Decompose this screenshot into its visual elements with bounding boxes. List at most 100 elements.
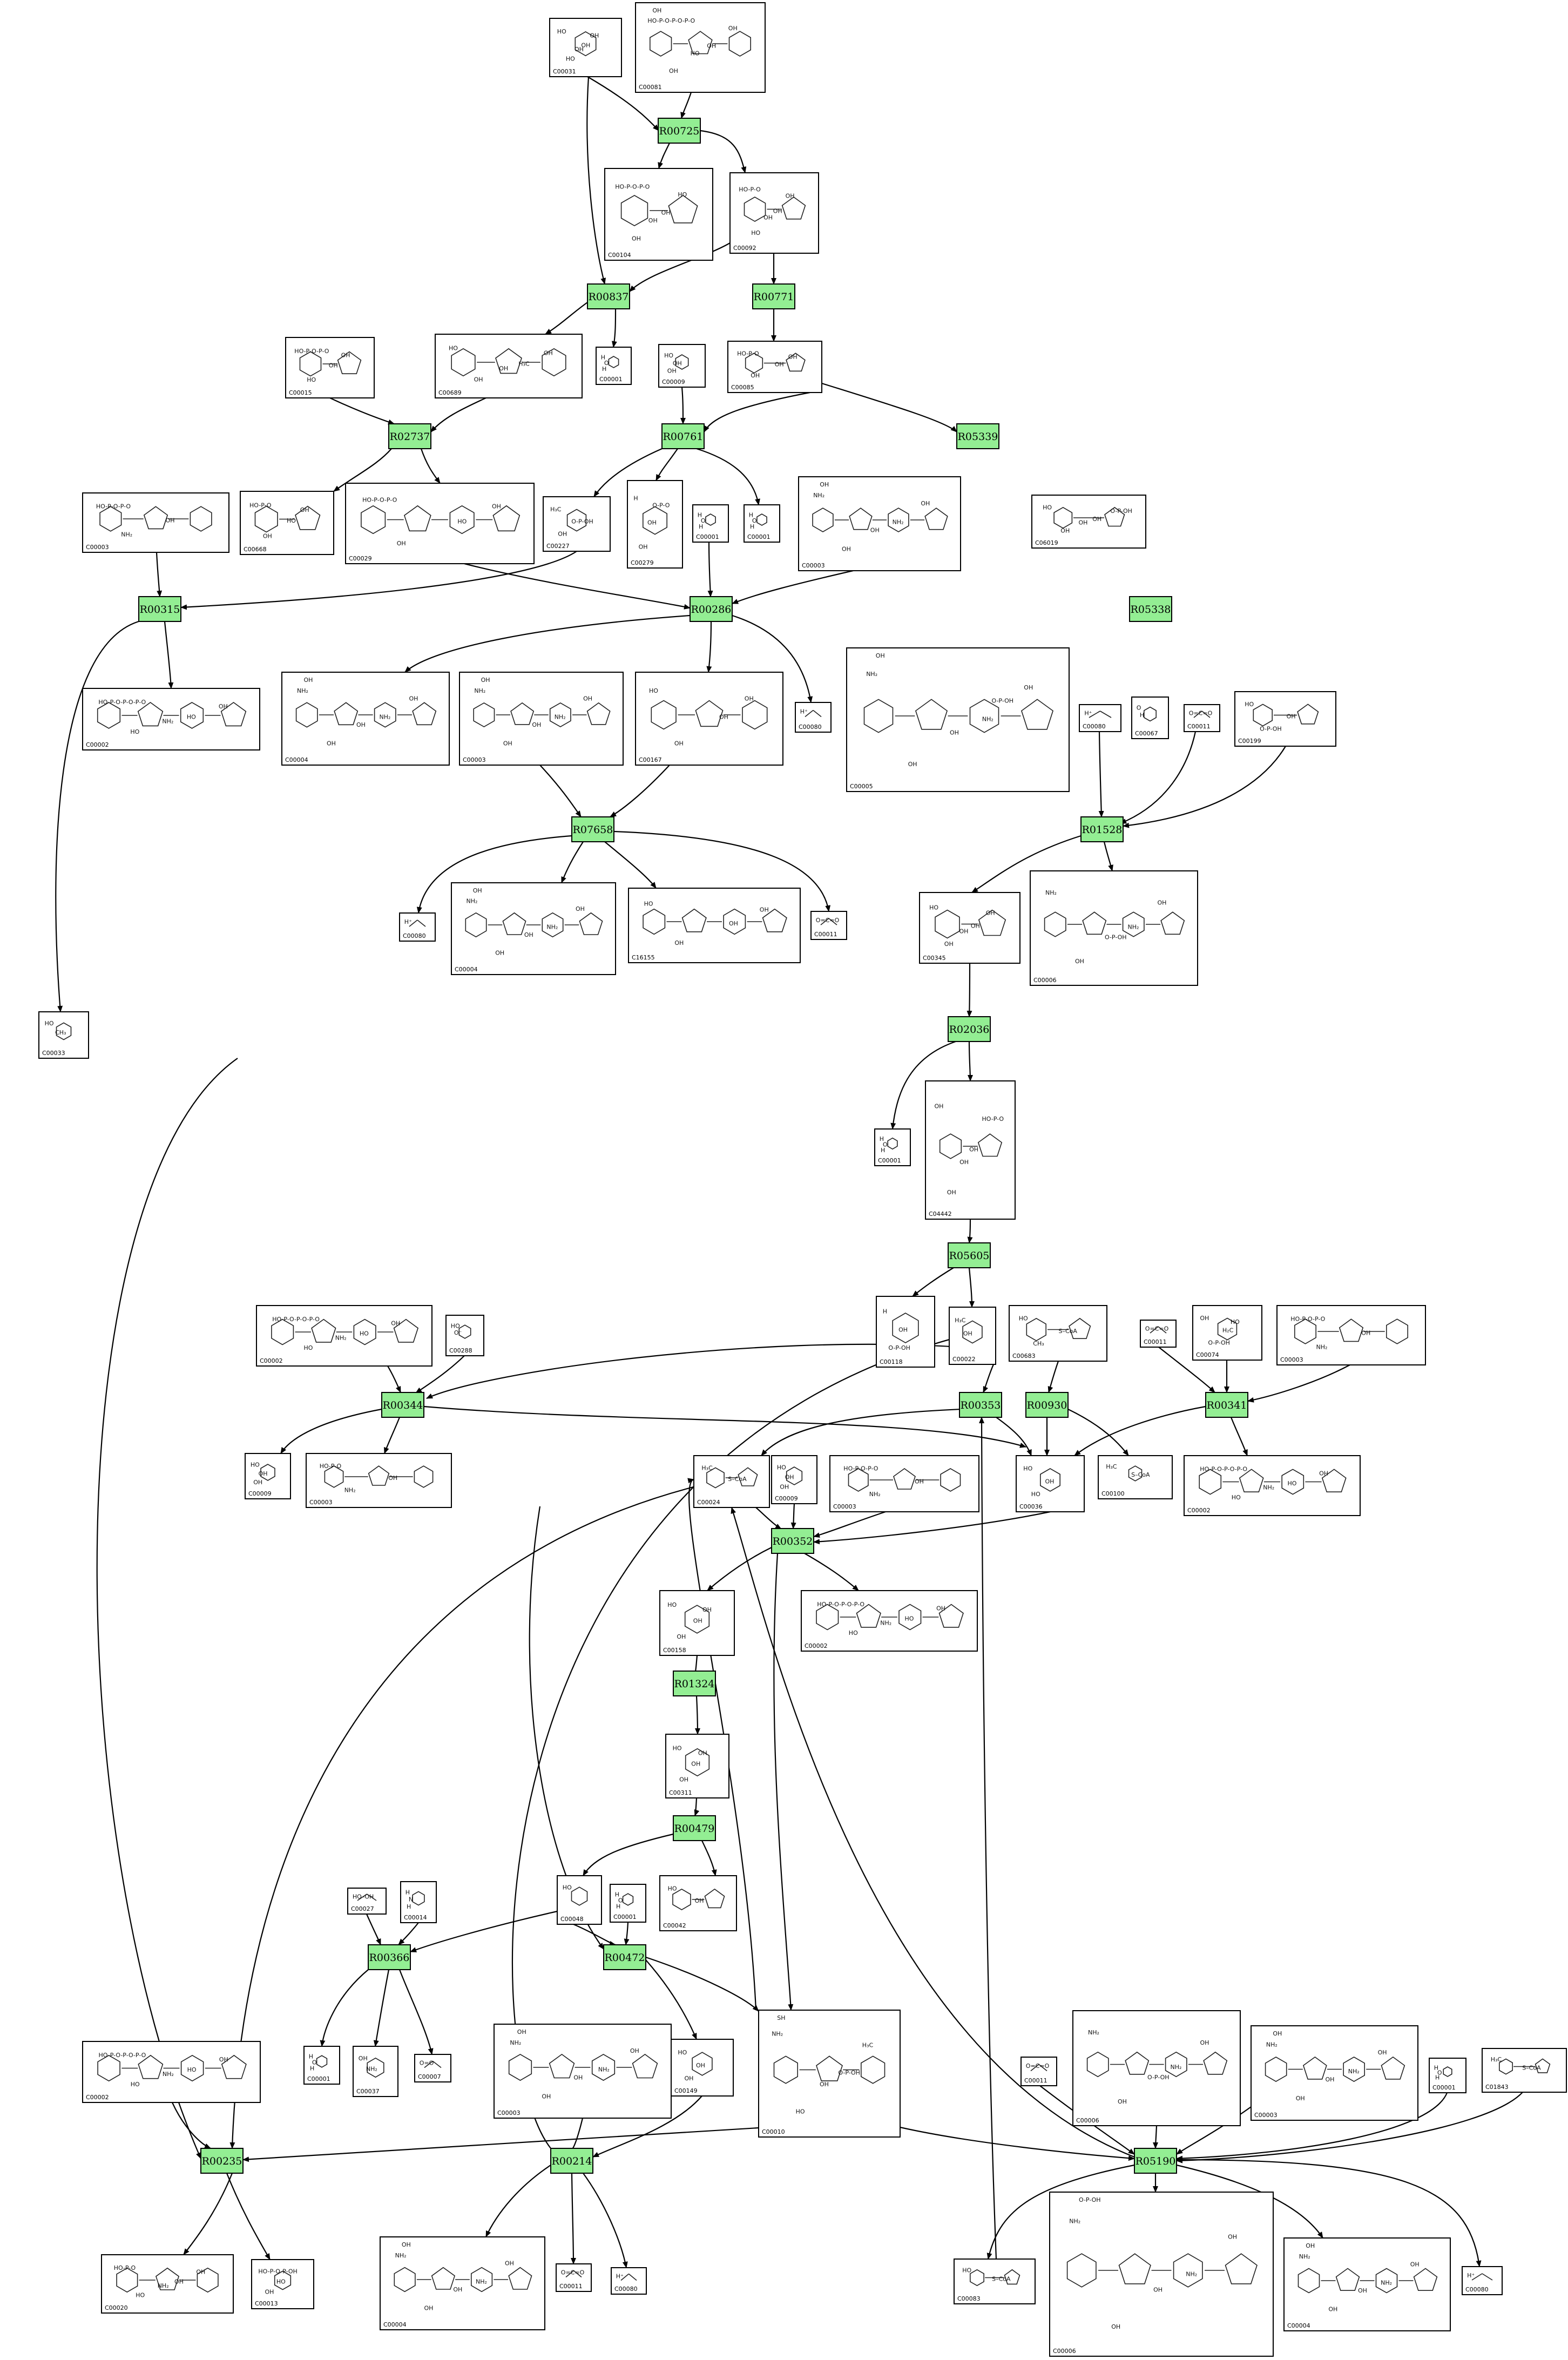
structure-ring xyxy=(295,505,321,530)
structure-ring xyxy=(1386,1318,1408,1344)
compound-id-label: C00001 xyxy=(696,533,719,540)
compound-id-label: C00080 xyxy=(1465,2286,1489,2293)
structure-ring xyxy=(337,351,362,375)
atom-label: S–CoA xyxy=(992,2275,1011,2282)
reaction-edge xyxy=(700,130,747,173)
atom-label: OH xyxy=(898,1326,908,1333)
compound-id-label: C00006 xyxy=(1076,2117,1099,2124)
atom-label: O xyxy=(618,1897,623,1904)
atom-label: OH xyxy=(647,519,657,526)
structure-ring xyxy=(116,2267,138,2293)
atom-label: O=C=O xyxy=(561,2269,585,2276)
structure-ring xyxy=(688,31,713,55)
atom-label: HO xyxy=(905,1615,914,1622)
compound-c00011: O=C=O C00011 xyxy=(556,2263,592,2292)
atom-label: OH xyxy=(1358,2287,1367,2294)
atom-label: HO xyxy=(307,376,316,383)
reaction-edge xyxy=(613,830,831,912)
compound-id-label: C00080 xyxy=(614,2285,638,2293)
structure-bond xyxy=(565,2270,575,2278)
structure-ring xyxy=(1128,1465,1143,1482)
atom-label: NH₂ xyxy=(335,1334,347,1341)
structure-ring xyxy=(1144,706,1157,722)
atom-label: S–CoA xyxy=(1059,1328,1078,1335)
reaction-edge xyxy=(1176,2159,1482,2267)
structure-ring xyxy=(591,2053,616,2081)
atom-label: OH xyxy=(524,931,533,938)
atom-label: O-P-OH xyxy=(571,518,593,525)
atom-label: O-P-OH xyxy=(838,2069,860,2076)
atom-label: OH xyxy=(1079,519,1088,526)
structure-ring xyxy=(893,1468,916,1490)
atom-label: HO xyxy=(667,1601,677,1608)
reaction-edge xyxy=(420,448,441,484)
atom-label: OH xyxy=(702,1606,712,1613)
atom-label: HO xyxy=(649,687,658,694)
atom-label: HO xyxy=(1245,701,1254,708)
atom-label: OH xyxy=(1153,2286,1163,2293)
structure-ring xyxy=(1118,2253,1151,2284)
reaction-label: R00344 xyxy=(383,1399,423,1411)
atom-label: HO xyxy=(644,901,653,908)
atom-label: OH xyxy=(174,2278,184,2285)
reaction-edge xyxy=(645,1956,759,2012)
structure-ring xyxy=(1160,911,1185,935)
atom-label: HO xyxy=(557,28,566,35)
atom-label: O xyxy=(883,1141,888,1148)
compound-id-label: C00199 xyxy=(1238,738,1261,745)
reaction-edge xyxy=(416,835,572,914)
reaction-edge xyxy=(687,1478,757,2011)
atom-label: HO-P-O xyxy=(320,1463,342,1470)
reaction-edge xyxy=(1123,746,1286,828)
compound-id-label: C00011 xyxy=(814,931,837,938)
structure-ring xyxy=(412,1891,425,1906)
compound-id-label: C00004 xyxy=(1287,2322,1310,2329)
reaction-r00353: R00353 xyxy=(959,1392,1002,1418)
structure-ring xyxy=(816,2055,843,2081)
structure-ring xyxy=(1253,704,1273,727)
compound-id-label: C00011 xyxy=(559,2283,583,2290)
atom-label: OH xyxy=(935,1103,944,1110)
reaction-edge xyxy=(320,1969,369,2047)
atom-label: OH xyxy=(329,362,338,369)
reaction-edge xyxy=(242,2127,759,2162)
atom-label: OH xyxy=(763,214,773,221)
structure-bond xyxy=(409,919,418,927)
reaction-edge xyxy=(329,397,395,425)
atom-label: NH₂ xyxy=(546,924,558,931)
reaction-r00837: R00837 xyxy=(587,283,630,309)
compound-id-label: C00683 xyxy=(1012,1353,1036,1360)
compound-id-label: C00003 xyxy=(1254,2112,1278,2119)
atom-label: H xyxy=(633,495,638,502)
reaction-edge xyxy=(570,2173,576,2264)
reaction-edge xyxy=(1103,841,1113,871)
atom-label: NH₂ xyxy=(344,1486,356,1493)
compound-id-label: C00010 xyxy=(762,2128,785,2135)
structure-ring xyxy=(1302,2056,1327,2080)
structure-ring xyxy=(197,2267,219,2293)
atom-label: OH xyxy=(788,353,797,360)
compound-id-label: C00022 xyxy=(952,1356,976,1363)
atom-label: H xyxy=(601,354,605,361)
structure-ring xyxy=(221,2054,247,2079)
atom-label: O xyxy=(701,517,706,524)
reaction-edge xyxy=(707,542,713,597)
atom-label: HO xyxy=(187,2066,197,2073)
compound-id-label: C00080 xyxy=(403,932,426,939)
reaction-edge xyxy=(430,397,486,432)
compound-id-label: C00048 xyxy=(560,1916,584,1923)
structure-ring xyxy=(180,2054,204,2082)
reaction-label: R00761 xyxy=(663,431,704,443)
reaction-label: R01528 xyxy=(1082,824,1123,836)
compound-id-label: C00002 xyxy=(805,1642,828,1649)
structure-ring xyxy=(470,2267,493,2293)
reaction-edge xyxy=(96,1058,238,2159)
structure-ring xyxy=(412,702,437,726)
atom-label: HO-P-O-P-OH xyxy=(258,2268,297,2275)
structure-ring xyxy=(97,702,121,729)
